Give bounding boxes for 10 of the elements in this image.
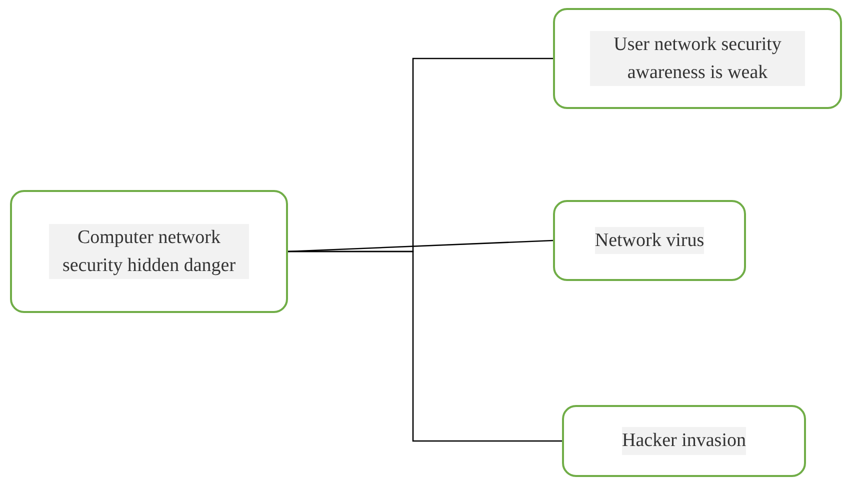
node-label: Hacker invasion [622,427,746,455]
rounded-box [553,200,746,281]
node-label: Computer network security hidden danger [49,224,249,280]
rounded-box [553,8,842,109]
connector-line [288,240,554,252]
node-label: User network security awareness is weak [590,30,805,86]
rounded-box [10,190,288,313]
rounded-box [562,405,806,477]
connector-line [288,250,562,442]
node-label: Network virus [594,226,704,254]
